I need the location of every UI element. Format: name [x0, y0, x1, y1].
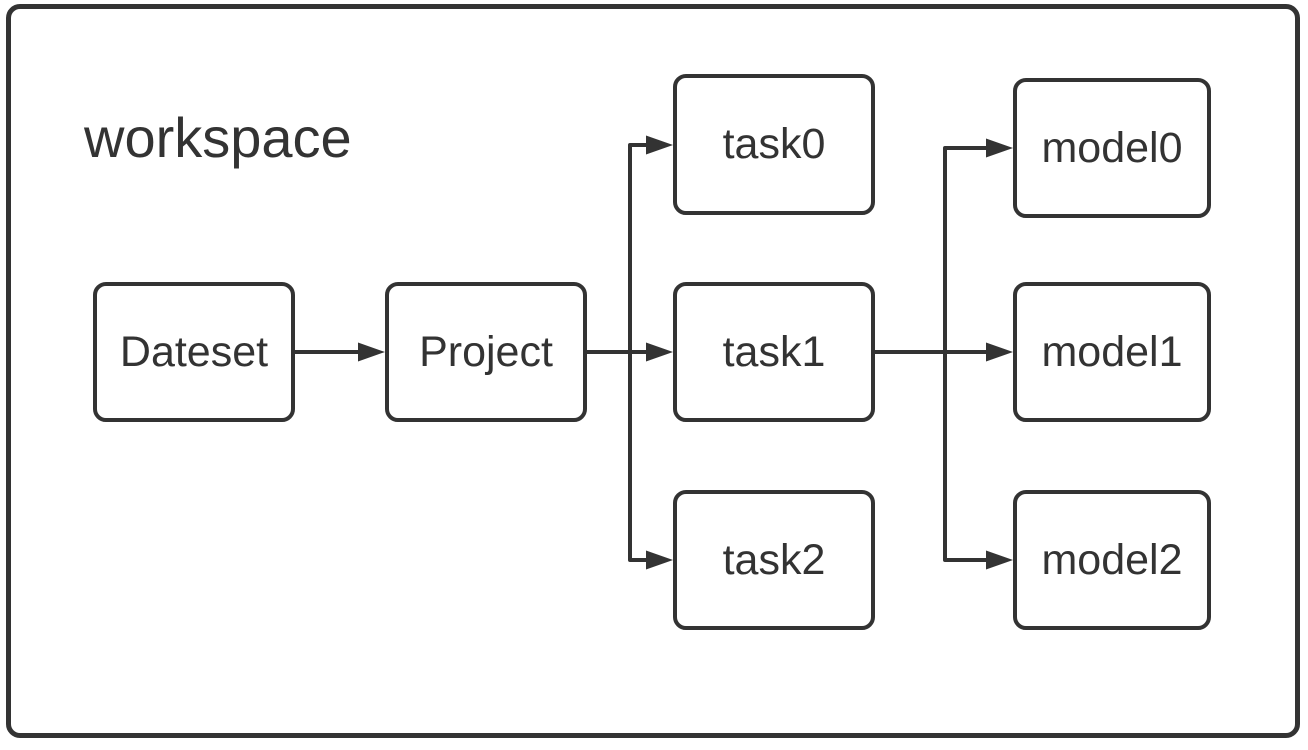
node-task0: task0 [673, 74, 875, 215]
node-model2-label: model2 [1041, 535, 1183, 584]
node-model0-label: model0 [1041, 123, 1183, 172]
node-task2-label: task2 [722, 535, 826, 584]
node-dateset: Dateset [93, 282, 295, 422]
node-task2: task2 [673, 490, 875, 630]
node-model0: model0 [1013, 78, 1211, 218]
node-task1-label: task1 [722, 327, 826, 376]
node-task1: task1 [673, 282, 875, 422]
node-task0-label: task0 [722, 120, 826, 168]
node-project: Project [385, 282, 587, 422]
node-model2: model2 [1013, 490, 1211, 630]
node-model1: model1 [1013, 282, 1211, 422]
node-dateset-label: Dateset [119, 327, 269, 376]
workspace-label: workspace [84, 106, 352, 169]
node-model1-label: model1 [1041, 327, 1183, 376]
node-project-label: Project [419, 327, 553, 376]
